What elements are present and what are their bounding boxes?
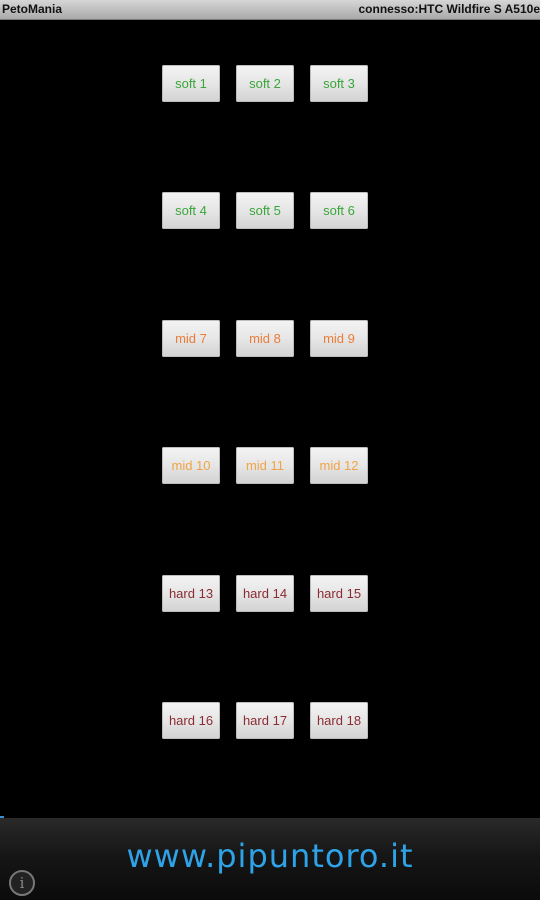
mid-7-button[interactable]: mid 7 <box>162 320 220 357</box>
hard-13-button[interactable]: hard 13 <box>162 575 220 612</box>
hard-14-button[interactable]: hard 14 <box>236 575 294 612</box>
mid-9-button[interactable]: mid 9 <box>310 320 368 357</box>
soft-6-button[interactable]: soft 6 <box>310 192 368 229</box>
ad-banner[interactable]: www.pipuntoro.it i <box>0 818 540 900</box>
soft-4-button[interactable]: soft 4 <box>162 192 220 229</box>
hard-16-button[interactable]: hard 16 <box>162 702 220 739</box>
soft-5-button[interactable]: soft 5 <box>236 192 294 229</box>
mid-8-button[interactable]: mid 8 <box>236 320 294 357</box>
soft-3-button[interactable]: soft 3 <box>310 65 368 102</box>
soft-2-button[interactable]: soft 2 <box>236 65 294 102</box>
info-icon[interactable]: i <box>9 870 35 896</box>
hard-18-button[interactable]: hard 18 <box>310 702 368 739</box>
connection-status: connesso:HTC Wildfire S A510e <box>358 2 540 16</box>
mid-10-button[interactable]: mid 10 <box>162 447 220 484</box>
sound-button-grid: soft 1 soft 2 soft 3 soft 4 soft 5 soft … <box>0 20 540 810</box>
soft-1-button[interactable]: soft 1 <box>162 65 220 102</box>
title-bar: PetoMania connesso:HTC Wildfire S A510e <box>0 0 540 20</box>
mid-11-button[interactable]: mid 11 <box>236 447 294 484</box>
mid-12-button[interactable]: mid 12 <box>310 447 368 484</box>
hard-15-button[interactable]: hard 15 <box>310 575 368 612</box>
app-title: PetoMania <box>2 2 63 16</box>
ad-url-text[interactable]: www.pipuntoro.it <box>126 837 414 875</box>
hard-17-button[interactable]: hard 17 <box>236 702 294 739</box>
